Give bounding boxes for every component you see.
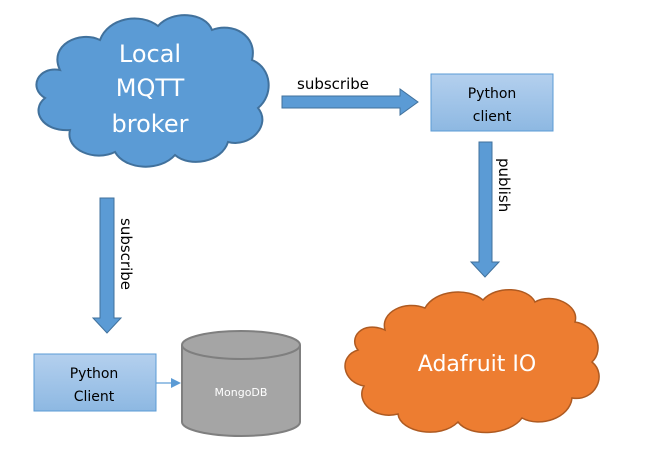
adafruit-io-cloud: Adafruit IO (344, 288, 600, 434)
subscribe-arrow-right: subscribe (281, 75, 419, 116)
python-client-top-line-2: client (473, 109, 512, 125)
mongodb-cylinder: MongoDB (181, 330, 301, 437)
connector-arrowhead (171, 378, 181, 388)
broker-label-line-2: MQTT (116, 74, 185, 102)
broker-label-line-1: Local (119, 40, 181, 68)
python-client-top-box: Python client (430, 73, 554, 132)
local-broker-cloud: Local MQTT broker (35, 14, 270, 168)
arrow-shape (281, 88, 419, 116)
adafruit-io-label: Adafruit IO (418, 352, 536, 377)
box-shape (430, 73, 554, 132)
cloud-shape (344, 288, 600, 434)
publish-label: publish (495, 158, 513, 212)
publish-arrow-down: publish (469, 141, 513, 278)
python-client-top-line-1: Python (468, 86, 517, 102)
mongodb-label: MongoDB (215, 386, 268, 399)
subscribe-label-bottom: subscribe (117, 218, 135, 290)
cylinder-top (181, 330, 301, 360)
arrow-shape (469, 141, 501, 278)
broker-label-line-3: broker (112, 110, 189, 138)
cylinder-body (181, 345, 301, 437)
arrow-shape (91, 197, 123, 334)
cloud-shape (35, 14, 270, 168)
python-client-bottom-box: Python Client (33, 353, 157, 412)
python-client-bottom-line-1: Python (70, 366, 119, 382)
box-shape (33, 353, 157, 412)
subscribe-label-top: subscribe (297, 75, 369, 93)
python-client-bottom-line-2: Client (74, 389, 115, 405)
client-to-mongodb-connector (156, 378, 181, 388)
subscribe-arrow-down: subscribe (91, 197, 135, 334)
